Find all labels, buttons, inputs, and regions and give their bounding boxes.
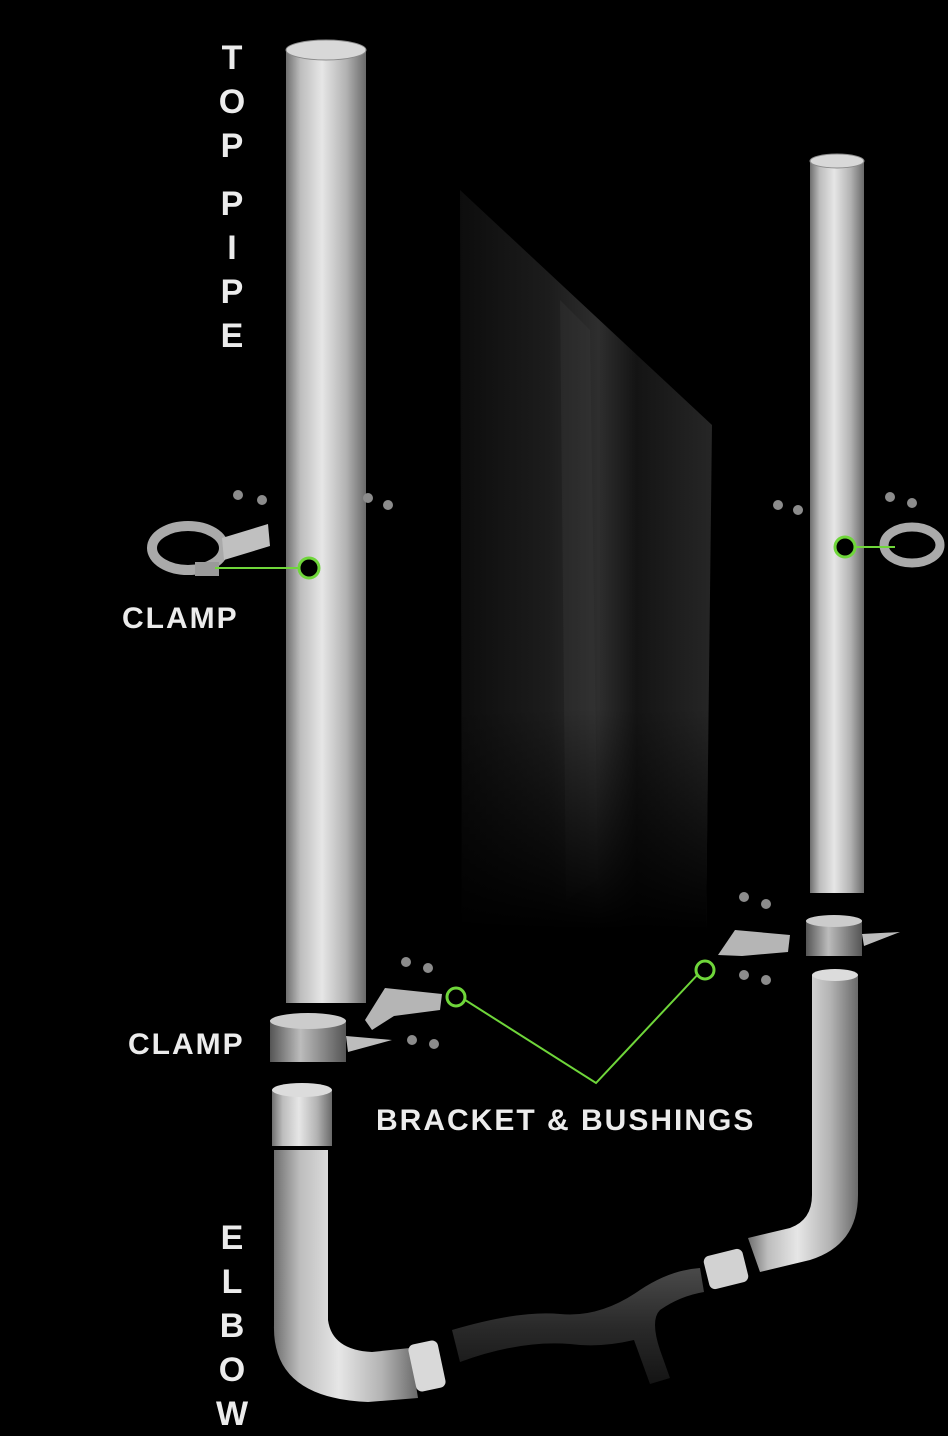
elbow-letter: E bbox=[220, 1219, 244, 1257]
top-pipe-letter: P bbox=[220, 273, 244, 311]
callout-dot-clamp-left bbox=[297, 556, 321, 580]
top-pipe-letter: O bbox=[218, 83, 246, 121]
y-pipe bbox=[452, 1268, 704, 1384]
top-pipe-gap bbox=[212, 168, 252, 182]
elbow-letter: L bbox=[221, 1263, 243, 1301]
top-pipe-letter: P bbox=[220, 185, 244, 223]
callout-line-bracket bbox=[461, 969, 703, 1085]
right-top-pipe bbox=[809, 153, 865, 893]
elbow-letter: W bbox=[215, 1395, 249, 1433]
lower-right-clamp bbox=[806, 915, 900, 956]
callout-dot-bracket-left bbox=[445, 986, 467, 1008]
left-elbow bbox=[272, 1083, 446, 1402]
lower-left-clamp bbox=[270, 1013, 392, 1062]
right-elbow bbox=[703, 969, 858, 1290]
callout-lines bbox=[215, 546, 895, 1085]
bracket-bushings-label: BRACKET & BUSHINGS bbox=[376, 1104, 756, 1137]
elbow-label: E L B O W bbox=[212, 1216, 252, 1436]
callout-dot-clamp-right bbox=[833, 535, 857, 559]
right-bracket bbox=[718, 930, 790, 956]
callout-dot-bracket-right bbox=[694, 959, 716, 981]
clamp-label-lower: CLAMP bbox=[128, 1028, 245, 1061]
left-top-pipe bbox=[285, 39, 367, 1003]
left-bracket bbox=[365, 988, 442, 1030]
top-pipe-letter: P bbox=[220, 127, 244, 165]
callout-dots bbox=[297, 535, 857, 1008]
elbow-letter: B bbox=[219, 1307, 245, 1345]
top-pipe-letter: I bbox=[227, 229, 237, 267]
bushings bbox=[233, 490, 917, 1049]
clamp-label-upper: CLAMP bbox=[122, 602, 239, 635]
top-pipe-letter: E bbox=[220, 317, 244, 355]
top-pipe-label: T O P P I P E bbox=[212, 36, 252, 358]
heat-shield-panel bbox=[460, 190, 712, 930]
top-pipe-letter: T bbox=[221, 39, 243, 77]
upper-left-clamp bbox=[147, 521, 270, 576]
upper-right-clamp bbox=[879, 522, 945, 568]
elbow-letter: O bbox=[218, 1351, 246, 1389]
